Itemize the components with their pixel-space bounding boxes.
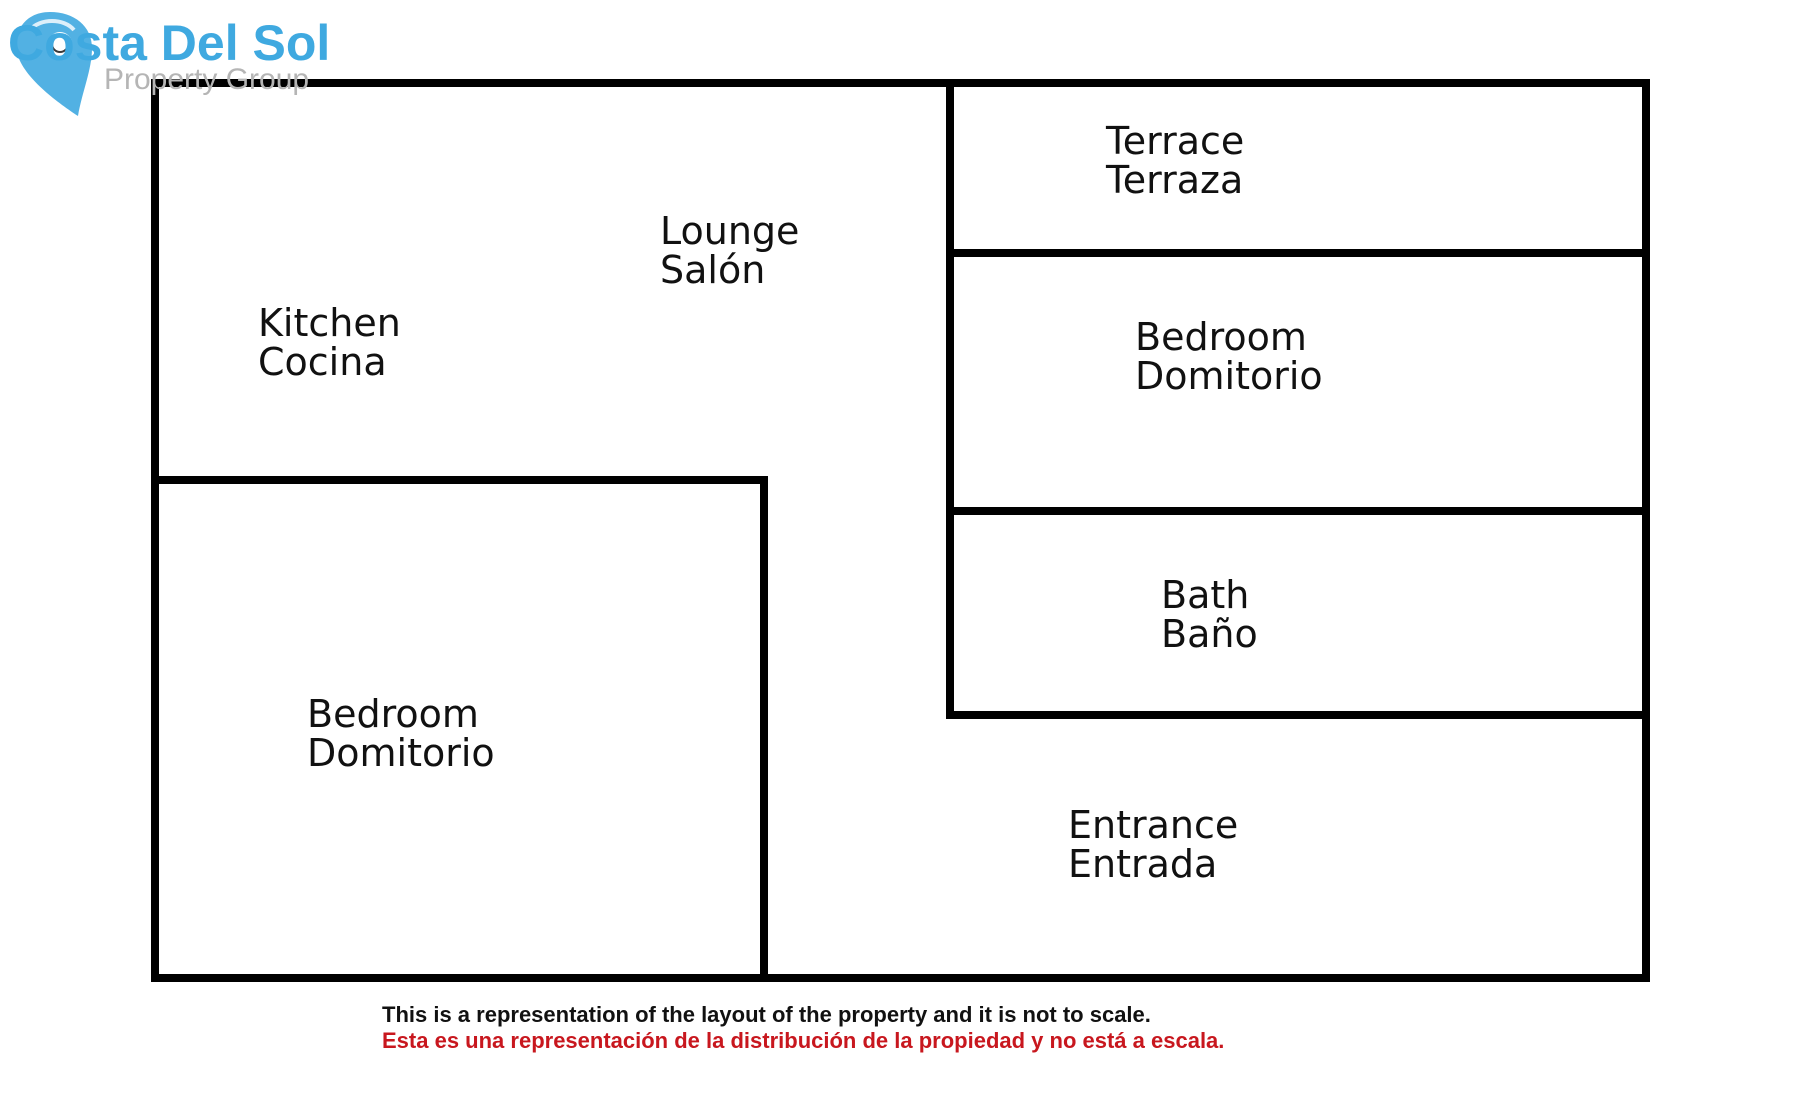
logo-name: Costa Del Sol	[8, 15, 330, 71]
company-logo: Costa Del Sol Property Group	[8, 12, 330, 116]
map-pin-icon	[16, 12, 92, 116]
right-block-wall	[946, 79, 1650, 719]
room-label-es: Salón	[660, 248, 765, 292]
room-label-en: Entrance	[1068, 803, 1238, 847]
room-label-es: Entrada	[1068, 842, 1217, 886]
room-bedroom-left: Bedroom Domitorio	[307, 692, 495, 775]
room-label-en: Bedroom	[1135, 315, 1307, 359]
room-label-en: Terrace	[1105, 119, 1244, 163]
room-kitchen: Kitchen Cocina	[258, 301, 401, 384]
room-label-es: Baño	[1161, 612, 1258, 656]
room-label-en: Kitchen	[258, 301, 401, 345]
room-label-es: Cocina	[258, 340, 387, 384]
room-bath: Bath Baño	[1161, 573, 1258, 656]
room-label-en: Bedroom	[307, 692, 479, 736]
room-label-es: Domitorio	[1135, 354, 1323, 398]
disclaimer-english: This is a representation of the layout o…	[382, 1002, 1151, 1027]
room-entrance: Entrance Entrada	[1068, 803, 1238, 886]
room-label-en: Bath	[1161, 573, 1249, 617]
walls	[151, 79, 1650, 982]
room-terrace: Terrace Terraza	[1105, 119, 1244, 202]
room-bedroom-right: Bedroom Domitorio	[1135, 315, 1323, 398]
logo-subtitle: Property Group	[104, 63, 309, 96]
left-bedroom-wall	[151, 476, 768, 982]
room-label-es: Terraza	[1105, 158, 1243, 202]
room-label-es: Domitorio	[307, 731, 495, 775]
outer-wall	[151, 79, 1650, 982]
room-label-en: Lounge	[660, 209, 799, 253]
room-lounge: Lounge Salón	[660, 209, 799, 292]
disclaimer-spanish: Esta es una representación de la distrib…	[382, 1028, 1225, 1053]
